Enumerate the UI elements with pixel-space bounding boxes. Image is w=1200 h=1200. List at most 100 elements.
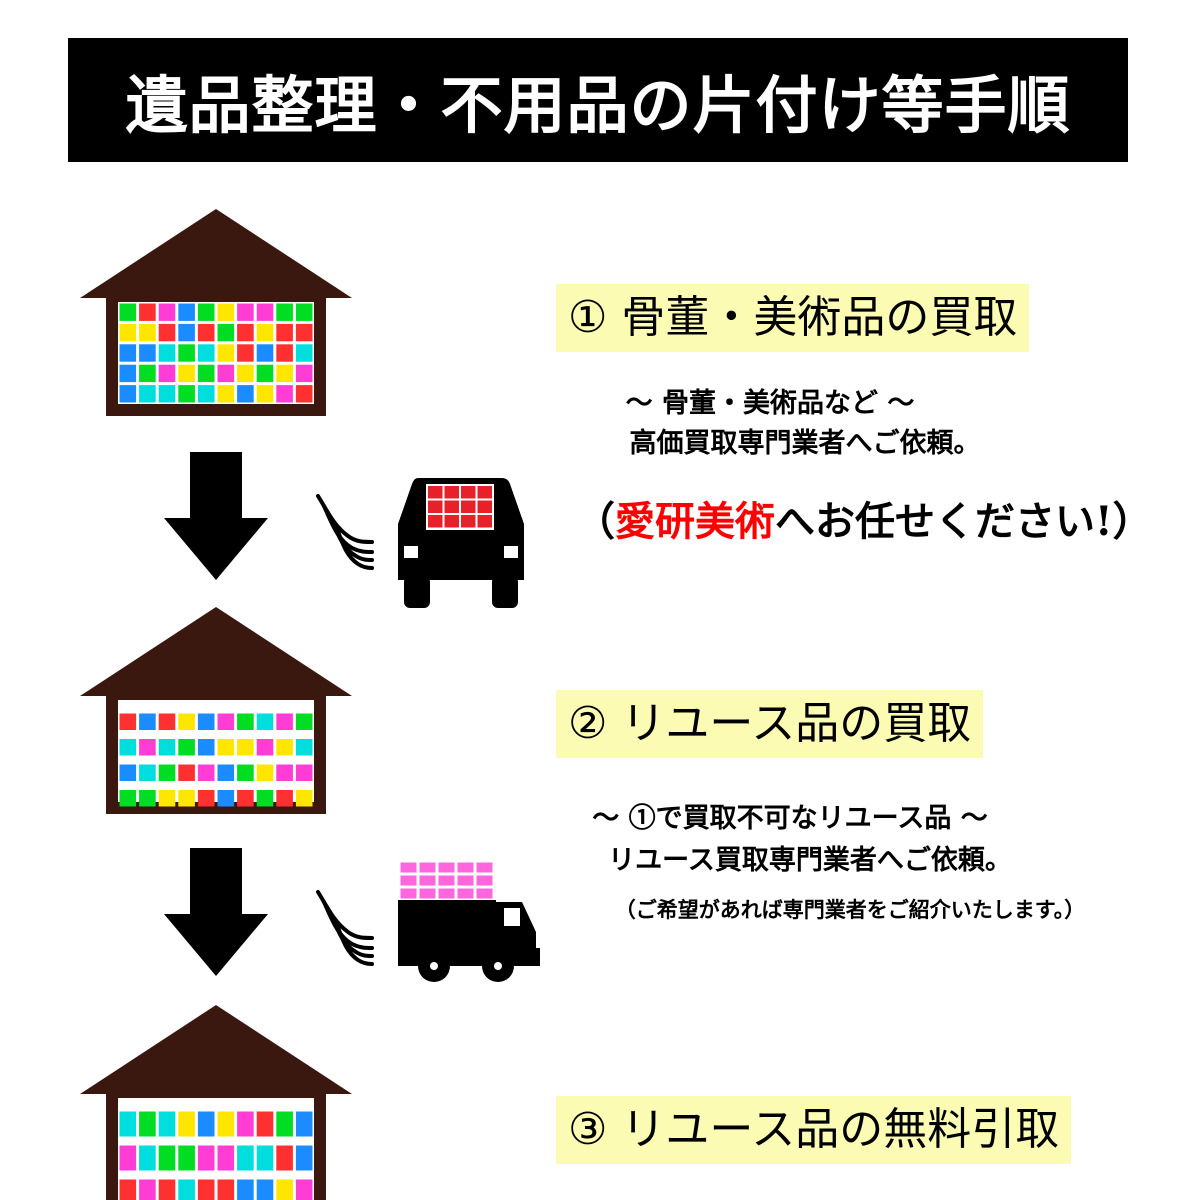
house-tile [158,1145,176,1171]
house-tile [119,1111,137,1137]
house-tile [158,364,176,383]
callout-open: （ [575,498,615,545]
cargo-tile [475,874,494,887]
motion-lines-icon [316,890,374,966]
house-tile [256,739,274,756]
house-tile [119,790,137,807]
house-tile [197,364,215,383]
cargo-tile [399,874,418,887]
house-tile [276,764,293,781]
house-tile [276,303,293,321]
motion-lines-icon [316,494,374,570]
house-tile [217,323,235,342]
house-tile [295,344,313,362]
house-tile [139,1179,156,1200]
house-tile [139,385,156,403]
down-arrow-icon [164,452,268,580]
house-tile [119,364,137,383]
house-tile [256,385,274,403]
house-tile [295,764,313,781]
house-tile [178,344,195,362]
house-tile [139,1145,156,1171]
cargo-tile [475,861,494,874]
house-tile [276,1111,293,1137]
step-2-label: ② リユース品の買取 [556,690,984,758]
house-icon [80,1005,352,1200]
cargo-tile [399,887,418,900]
house-tile [217,713,235,730]
house-tile [178,323,195,342]
house-tile [237,364,254,383]
cargo-tile [477,500,492,513]
car-icon [398,478,524,608]
house-tile [119,303,137,321]
house-tile [139,1111,156,1137]
house-tile [295,1145,313,1171]
step-2-description: ～ ①で買取不可なリユース品 ～ リユース買取専門業者へご依頼。 [560,798,1140,882]
house-tile [295,385,313,403]
cargo-tile [418,874,437,887]
house-tile [119,344,137,362]
house-tile [295,364,313,383]
house-tile [197,713,215,730]
house-tile [217,1145,235,1171]
cargo-tile [437,861,456,874]
house-tile [119,323,137,342]
house-tile [256,790,274,807]
cargo-tile [418,861,437,874]
house-tile [178,713,195,730]
house-tile [139,739,156,756]
down-arrow-icon [164,848,268,976]
house-tile [119,385,137,403]
cargo-tile [456,861,475,874]
house-tile [276,713,293,730]
house-tile [197,344,215,362]
house-tile [217,364,235,383]
house-tile [178,764,195,781]
house-tile [178,1111,195,1137]
cargo-tile [456,874,475,887]
house-tile [197,1111,215,1137]
house-tile [178,739,195,756]
house-tile [237,1111,254,1137]
cargo-tile [428,486,443,499]
house-tile [217,739,235,756]
house-tile [217,764,235,781]
house-tile [119,739,137,756]
house-tile [295,713,313,730]
house-tile [139,790,156,807]
house-tile [197,790,215,807]
house-tile [256,344,274,362]
house-tile [178,1179,195,1200]
house-tile [295,790,313,807]
house-tile [217,790,235,807]
cargo-tile [444,486,459,499]
cargo-tile [475,887,494,900]
cargo-tile [428,515,443,528]
house-tile [197,323,215,342]
step-1-description: ～ 骨董・美術品など ～ 高価買取専門業者へご依頼。 [560,384,1140,464]
house-icon [80,607,352,814]
house-tile [237,739,254,756]
house-tile [158,739,176,756]
cargo-tile [444,500,459,513]
house-tile [256,364,274,383]
dump-truck-icon [398,861,540,982]
house-tile [197,303,215,321]
house-tile [276,790,293,807]
house-tile [197,739,215,756]
house-tile [158,790,176,807]
cargo-tile [444,515,459,528]
house-tile [119,1145,137,1171]
cargo-tile [437,887,456,900]
house-tile [197,1145,215,1171]
step-3-label: ③ リユース品の無料引取 [556,1096,1072,1164]
house-tile [178,364,195,383]
house-tile [178,1145,195,1171]
house-tile [139,364,156,383]
house-tile [178,303,195,321]
house-tile [237,764,254,781]
house-tile [237,1179,254,1200]
